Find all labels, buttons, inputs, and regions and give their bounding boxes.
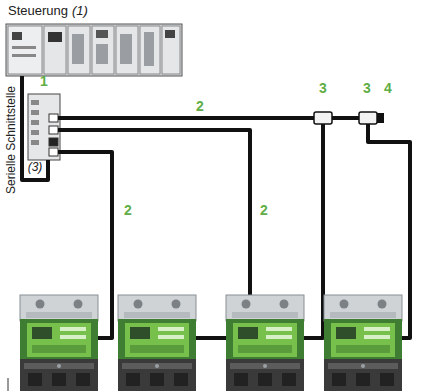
drop-cable — [304, 124, 323, 338]
line-terminator — [377, 113, 384, 123]
node-heading: Steuerung (1) — [8, 3, 88, 18]
circuit-breaker — [226, 295, 304, 391]
interface-module: 1 — [28, 94, 60, 160]
callout-number: 3 — [363, 81, 371, 95]
serial-cable — [22, 76, 48, 180]
circuit-breaker — [118, 295, 196, 391]
node-heading: 1 — [40, 73, 48, 89]
t-connector — [314, 112, 384, 124]
node-label: Steuerung — [8, 3, 68, 18]
plc-rack — [6, 24, 182, 76]
callout-number: 1 — [40, 73, 48, 89]
callout-number: 4 — [384, 81, 392, 95]
interface-label: Serielle Schnittstelle — [5, 86, 17, 194]
callout-number: 2 — [196, 99, 204, 113]
edge-mark — [8, 378, 9, 391]
interface-module — [28, 94, 60, 160]
callout-number: 2 — [124, 203, 132, 217]
node-label: (1) — [72, 3, 88, 18]
callout-number: (3) — [28, 161, 43, 173]
callout-number: 2 — [260, 203, 268, 217]
callout-number: 3 — [319, 81, 327, 95]
circuit-breaker — [20, 295, 98, 391]
plc-controller: Steuerung(1) — [6, 24, 182, 76]
circuit-breaker — [324, 295, 402, 391]
